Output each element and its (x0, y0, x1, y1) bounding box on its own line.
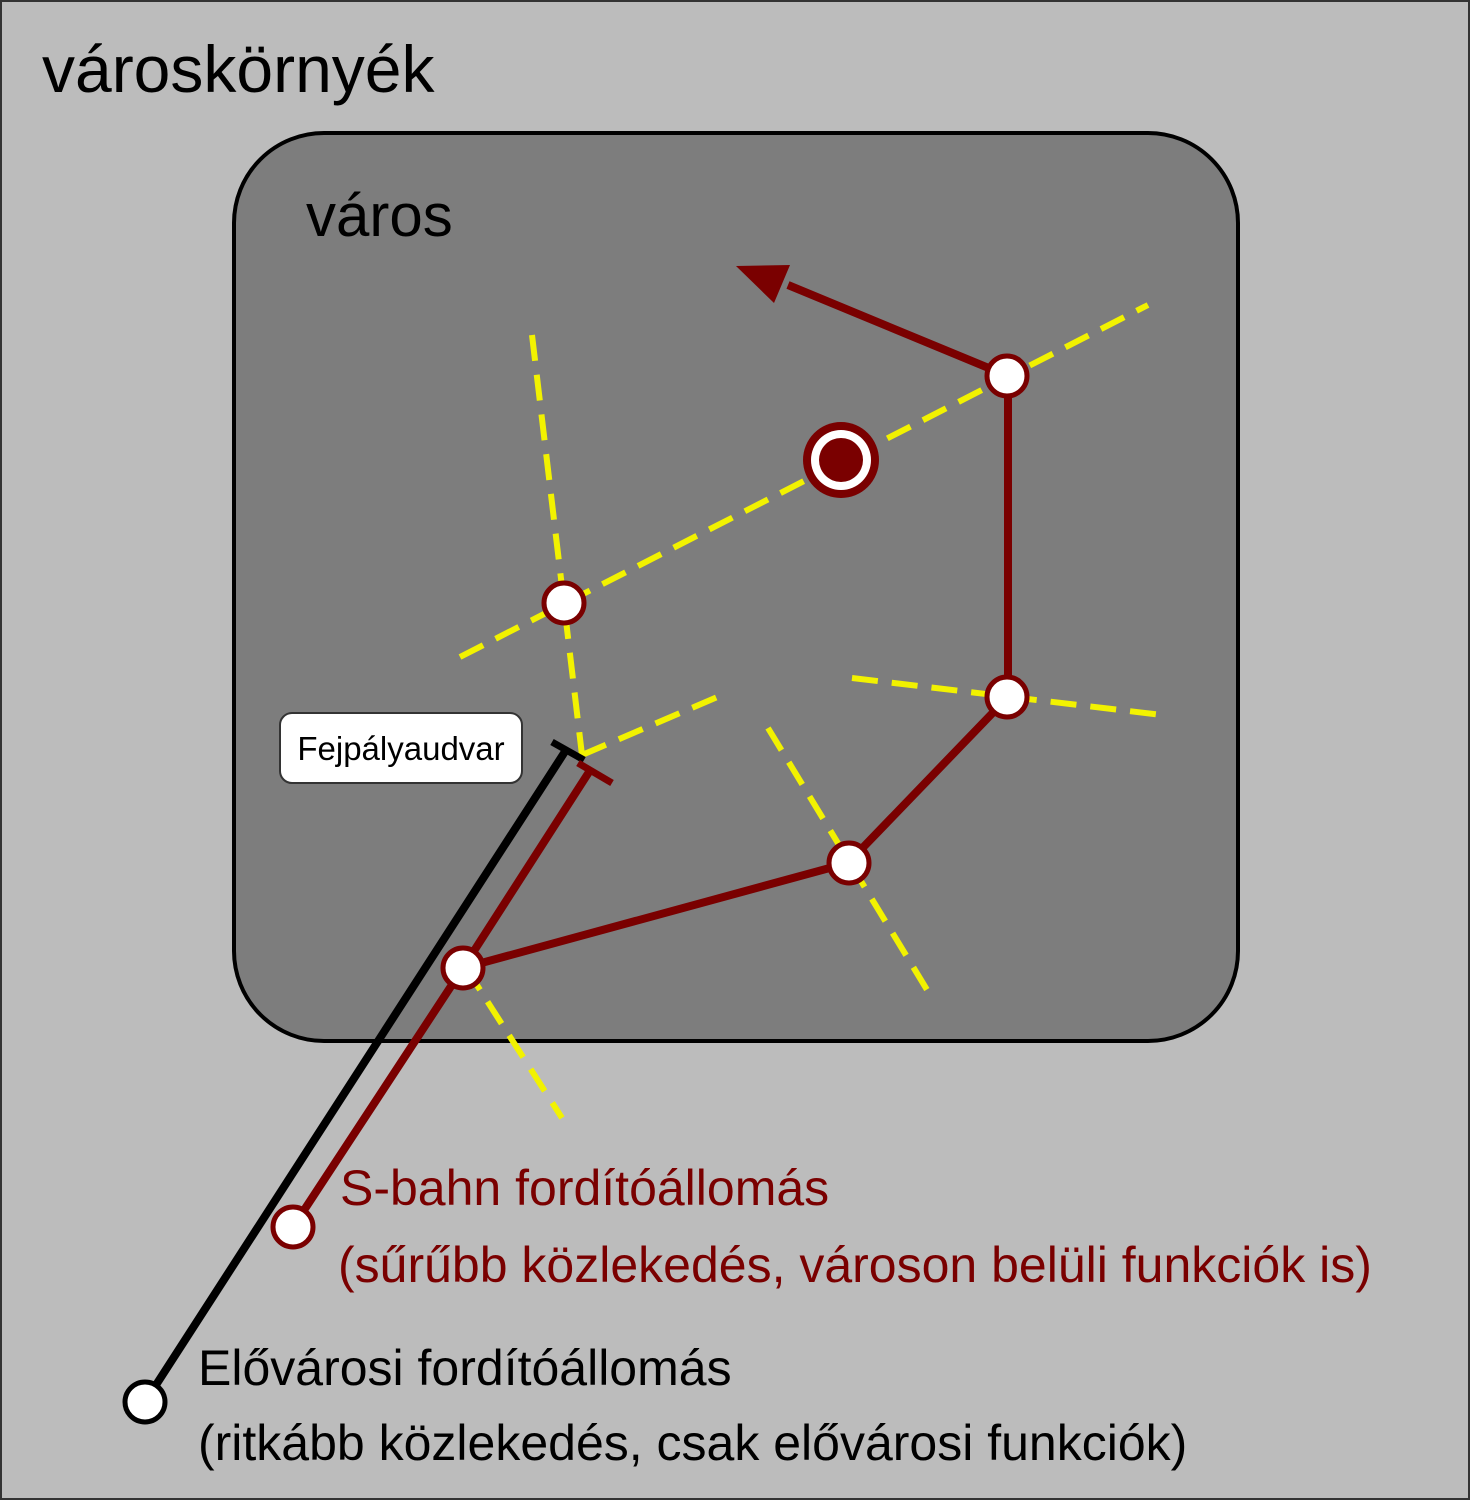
city-area (232, 131, 1240, 1043)
sbahn-stations (270, 353, 1030, 1250)
sbahn-turnaround-station (270, 1204, 316, 1250)
sbahn-station (826, 840, 872, 886)
tram-line-terminus-spur (580, 692, 724, 758)
tram-line-vertical (529, 334, 585, 756)
suburban-line (141, 738, 586, 1405)
region-label: városkörnyék (42, 32, 435, 106)
terminus-label-box (279, 712, 523, 784)
center-dot (819, 438, 863, 482)
city-center-icon (803, 422, 879, 498)
sbahn-direction-arrow-icon (736, 265, 790, 303)
sbahn-label-note: (sűrűbb közlekedés, városon belüli funkc… (338, 1237, 1372, 1293)
tram-line-southeast (765, 726, 935, 1000)
sbahn-branch-to-terminus (459, 769, 593, 971)
suburban-turnaround-station (122, 1379, 168, 1425)
sbahn-label-title: S-bahn fordítóállomás (340, 1160, 829, 1216)
terminus-label: Fejpályaudvar (297, 730, 504, 767)
suburban-label-note: (ritkább közlekedés, csak elővárosi funk… (198, 1415, 1187, 1471)
sbahn-station (984, 674, 1030, 720)
sbahn-station (984, 353, 1030, 399)
sbahn-station (440, 945, 486, 991)
suburban-terminus-stop (550, 738, 586, 764)
sbahn-terminus-stop (576, 759, 614, 787)
tram-line-east (851, 675, 1163, 718)
city-label: város (306, 182, 453, 249)
suburban-track (141, 747, 570, 1405)
sbahn-line (289, 281, 1012, 1230)
sbahn-station (541, 580, 587, 626)
sbahn-track (289, 281, 1012, 1230)
suburban-label-title: Elővárosi fordítóállomás (198, 1340, 732, 1396)
tram-line-south (463, 966, 565, 1120)
